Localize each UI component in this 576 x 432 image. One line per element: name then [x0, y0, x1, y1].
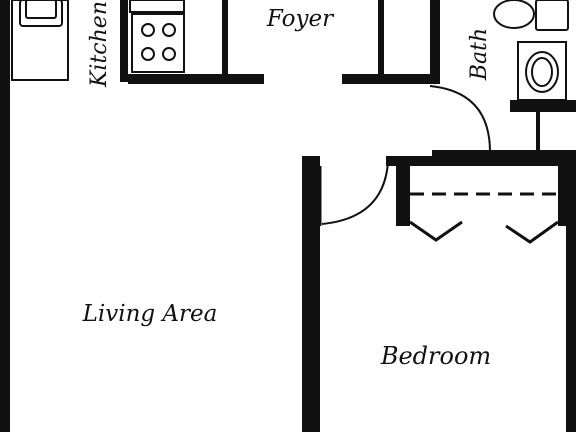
foyer-bottom-wall — [342, 74, 434, 84]
bath-sink-icon — [525, 51, 559, 93]
bath-fixtures — [493, 0, 569, 101]
bath-right-wall — [536, 112, 540, 152]
vanity-cabinet — [517, 41, 567, 101]
foyer-label: Foyer — [266, 6, 335, 32]
left-exterior-wall — [0, 0, 10, 432]
stove-burner — [141, 23, 155, 37]
stove-burner — [162, 23, 176, 37]
kitchen-bottom-wall — [128, 74, 264, 84]
kitchen-fixtures — [11, 0, 185, 81]
bath-label: Bath — [467, 28, 492, 81]
bath-bottom-wall — [432, 150, 576, 160]
stove-burner — [141, 47, 155, 61]
foyer-post-left — [222, 0, 228, 76]
bath-door-swing — [429, 85, 491, 153]
closet-bifold-right — [505, 220, 559, 244]
living-bedroom-wall — [302, 156, 320, 432]
stove-burner — [162, 47, 176, 61]
doors — [318, 85, 491, 226]
foyer-post-right — [378, 0, 384, 76]
bedroom-top-wall-left — [302, 156, 320, 166]
bath-left-wall — [430, 0, 440, 84]
kitchen-sink-basin — [25, 0, 57, 19]
kitchen-sink-icon — [19, 0, 63, 27]
bath-vanity-shelf — [510, 100, 576, 112]
closet-bifold-left — [409, 220, 463, 242]
closet-post-left — [396, 166, 410, 226]
bedroom-door-swing — [321, 161, 389, 225]
toilet-tank — [535, 0, 569, 31]
range-hood — [129, 0, 185, 13]
right-exterior-wall — [566, 155, 576, 432]
bedroom-closet — [409, 192, 559, 244]
kitchen-counter — [11, 0, 69, 81]
bedroom-top-wall — [386, 156, 576, 166]
closet-post-right — [558, 166, 568, 226]
bath-sink-basin — [531, 57, 553, 87]
bedroom-label: Bedroom — [380, 342, 491, 370]
kitchen-label: Kitchen — [87, 1, 112, 88]
toilet-icon — [493, 0, 535, 29]
stove-icon — [131, 13, 185, 73]
living-area-label: Living Area — [82, 301, 218, 327]
kitchen-foyer-wall — [120, 0, 128, 82]
